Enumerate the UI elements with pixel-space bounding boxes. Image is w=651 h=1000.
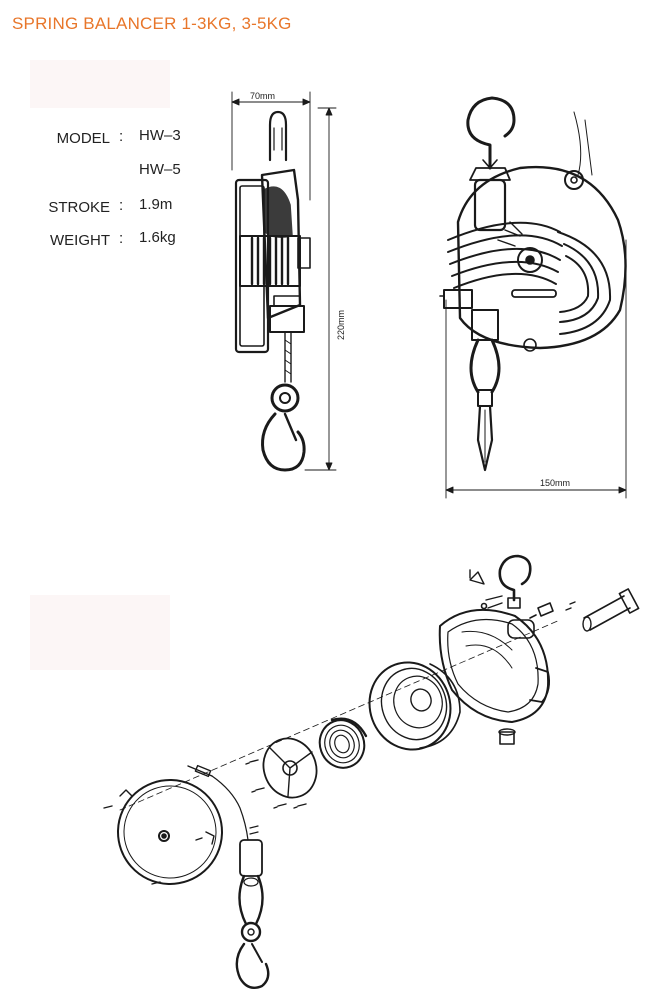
side-view-drawing [231,91,337,472]
front-view-drawing [439,96,627,499]
spec-sep-weight: : [119,230,124,247]
faded-patch-bottom [30,595,170,670]
spec-value-model-2: HW–5 [139,161,181,178]
dimension-220mm [304,107,337,471]
dimension-label-150mm: 150mm [540,478,570,488]
dimension-label-220mm: 220mm [336,310,346,340]
exploded-view-drawing [103,554,640,989]
dimension-label-70mm: 70mm [250,91,275,101]
dimension-70mm [231,91,311,201]
spec-sep-model: : [119,128,124,145]
spec-value-model-1: HW–3 [139,127,181,144]
spec-label-stroke: STROKE [48,199,110,216]
spec-label-model: MODEL [56,130,110,147]
spec-sep-stroke: : [119,197,124,214]
faded-patch-top [30,60,170,108]
spec-label-weight: WEIGHT [50,232,110,249]
spec-value-weight: 1.6kg [139,229,176,246]
page-title: SPRING BALANCER 1-3KG, 3-5KG [12,14,292,33]
spec-value-stroke: 1.9m [139,196,173,213]
dimension-150mm [445,239,627,499]
